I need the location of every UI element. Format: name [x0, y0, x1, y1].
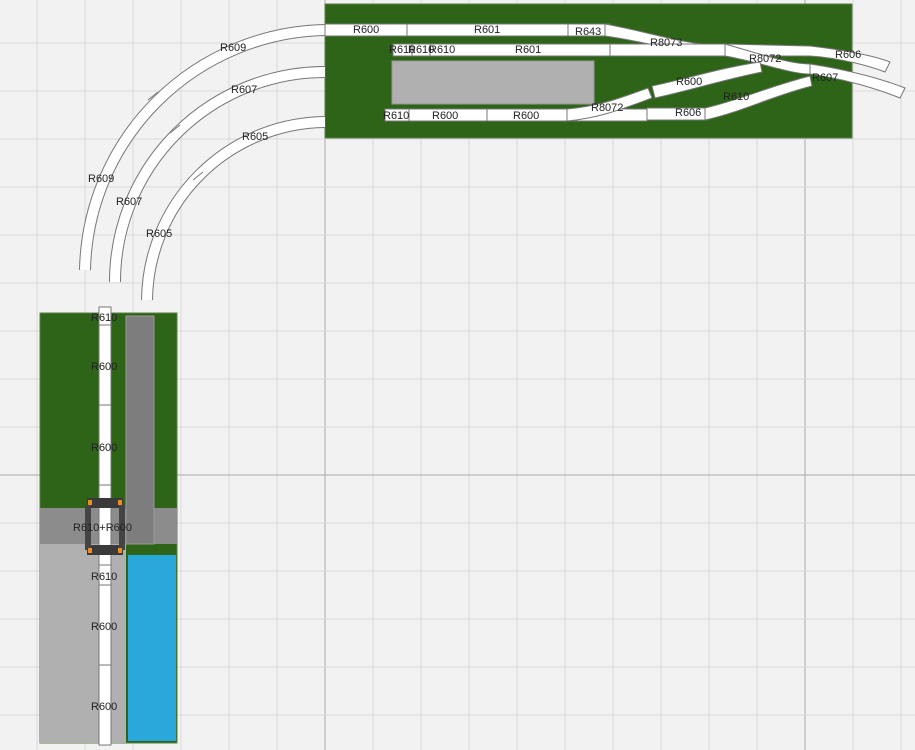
curve-r607[interactable] — [109, 66, 326, 283]
left-platform-lower[interactable] — [40, 544, 126, 743]
track-label: R610 — [408, 44, 434, 56]
left-platform-upper[interactable] — [125, 315, 155, 545]
track-label: R600 — [432, 110, 458, 122]
track-label: R600 — [513, 110, 539, 122]
water-area[interactable] — [128, 555, 176, 741]
track-label: R610 — [723, 91, 749, 103]
track-label: R609 — [88, 173, 114, 185]
track-label: R600 — [353, 24, 379, 36]
track-label: R610+R600 — [73, 522, 132, 534]
track-label: R609 — [220, 42, 246, 54]
track-label: R600 — [91, 442, 117, 454]
track-label: R605 — [242, 131, 268, 143]
track-label: R607 — [812, 72, 838, 84]
track-label: R610 — [91, 571, 117, 583]
track-label: R610 — [383, 110, 409, 122]
track-label: R607 — [231, 84, 257, 96]
top-track-row3[interactable] — [384, 61, 813, 122]
track-label: R600 — [91, 621, 117, 633]
track-label: R606 — [835, 49, 861, 61]
left-track[interactable] — [98, 306, 112, 746]
track-label: R610 — [429, 44, 455, 56]
top-platform[interactable] — [391, 60, 595, 105]
track-label: R8072 — [749, 53, 781, 65]
curve-r605[interactable] — [141, 116, 326, 301]
track-label: R8072 — [591, 102, 623, 114]
top-track-row2[interactable] — [392, 43, 906, 99]
track-label: R605 — [146, 228, 172, 240]
track-label: R601 — [474, 24, 500, 36]
track-label: R600 — [91, 361, 117, 373]
track-label: R607 — [116, 196, 142, 208]
track-label: R643 — [575, 26, 601, 38]
track-label: R600 — [91, 701, 117, 713]
track-label: R610 — [389, 44, 415, 56]
curve-r609[interactable] — [79, 24, 326, 271]
track-label: R8073 — [650, 37, 682, 49]
track-label: R601 — [515, 44, 541, 56]
track-label: R600 — [676, 76, 702, 88]
track-label: R606 — [675, 107, 701, 119]
track-label: R610 — [91, 312, 117, 324]
level-crossing-icon[interactable] — [85, 498, 125, 555]
